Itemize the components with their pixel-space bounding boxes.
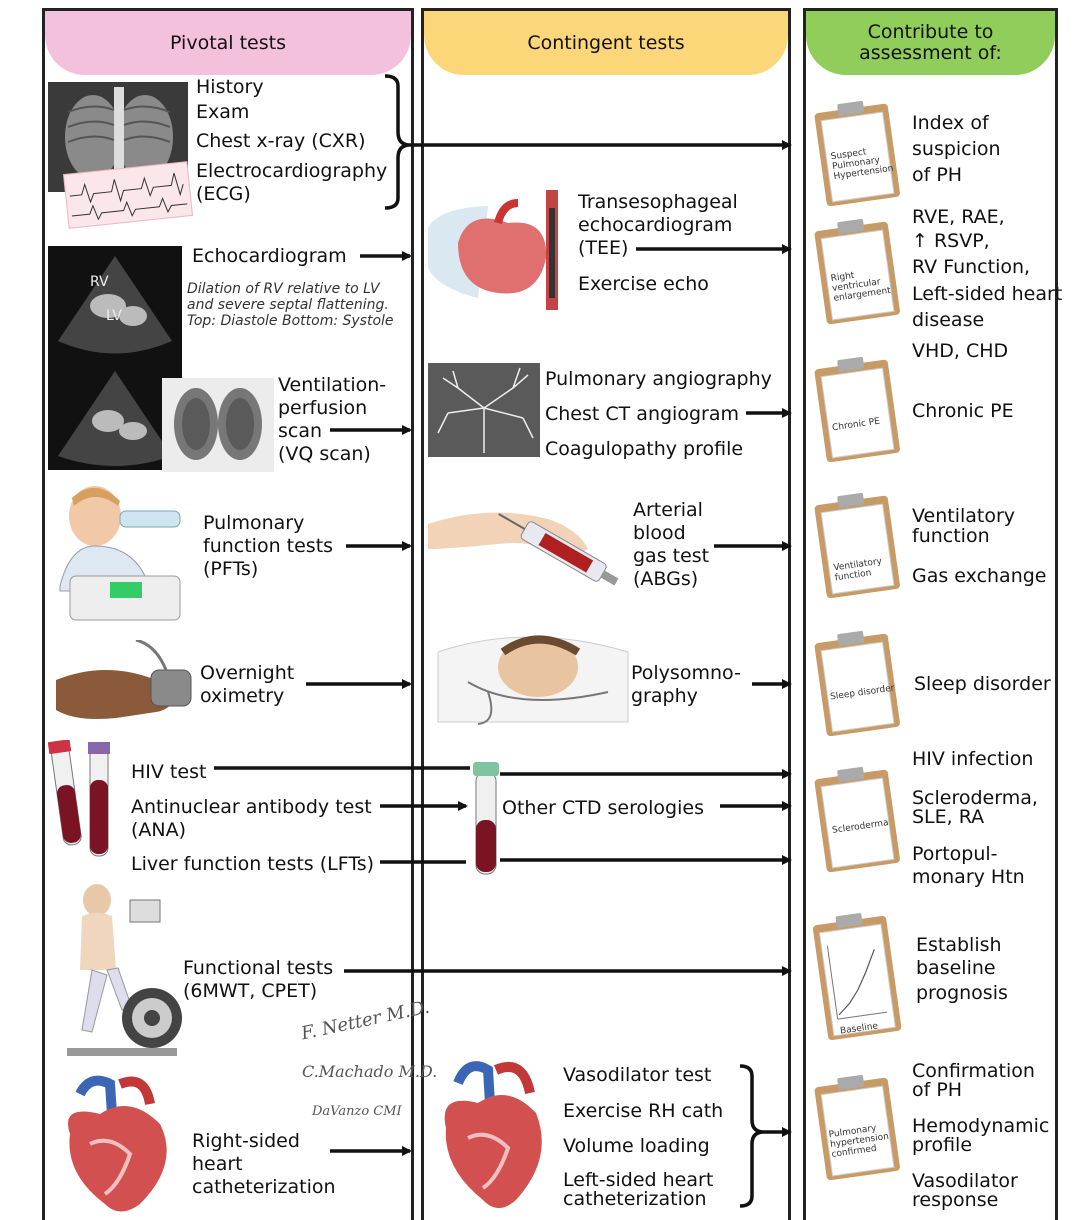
bracket-icon (385, 76, 410, 208)
bracket-icon (740, 1066, 764, 1206)
